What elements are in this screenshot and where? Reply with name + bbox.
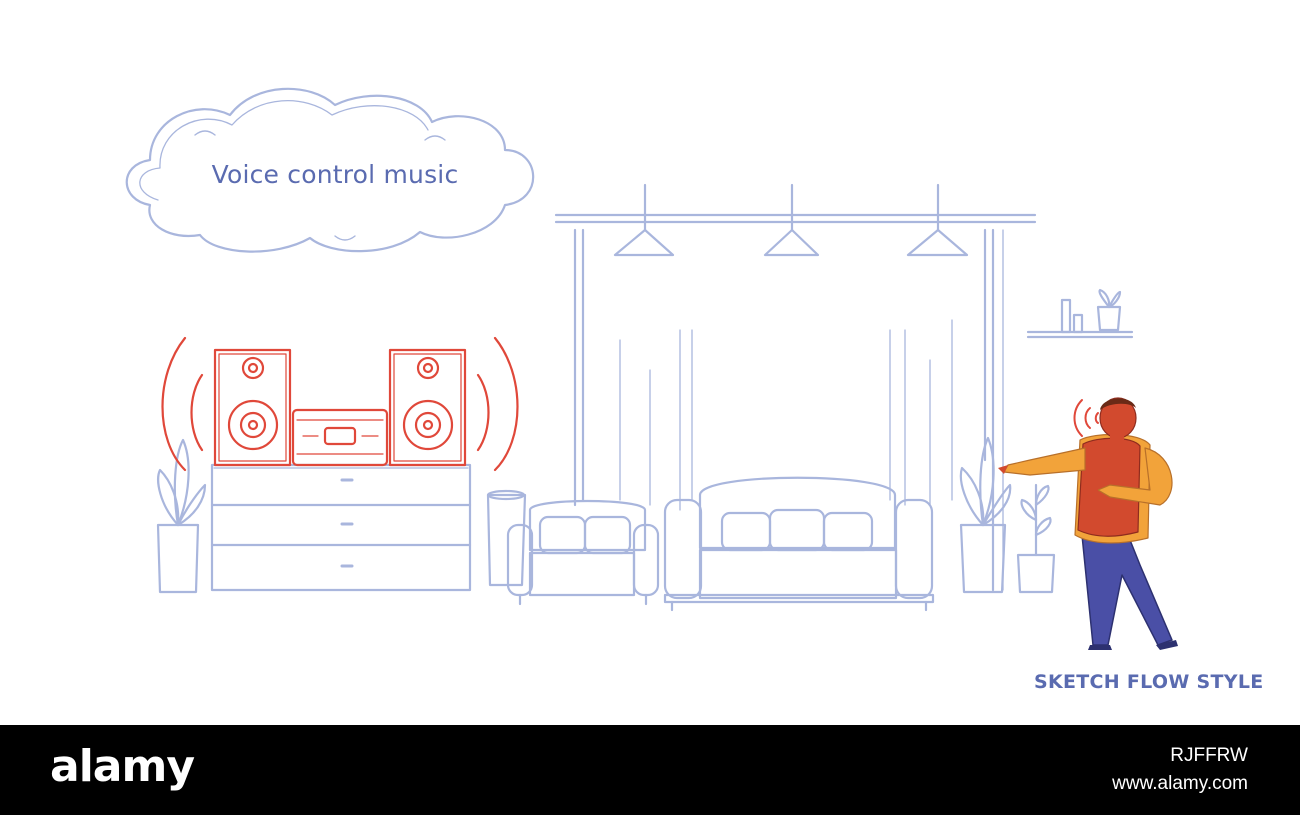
style-caption: SKETCH FLOW STYLE xyxy=(1034,671,1264,693)
window-curtains xyxy=(554,213,1037,592)
floor-lamp xyxy=(486,489,527,587)
left-plant xyxy=(156,438,207,594)
living-room-scene xyxy=(125,87,1178,650)
dresser xyxy=(210,463,472,592)
cloud-bubble xyxy=(125,87,535,253)
man-figure xyxy=(998,397,1178,650)
armchair xyxy=(506,499,660,606)
sofa xyxy=(663,476,935,612)
pendant-lights xyxy=(613,183,969,257)
right-plant-large xyxy=(959,436,1012,594)
right-plant-small xyxy=(1016,483,1056,594)
cloud-title: Voice control music xyxy=(211,160,459,189)
site-url: www.alamy.com xyxy=(1112,773,1248,794)
image-id: RJFFRW xyxy=(1170,745,1248,766)
watermark-footer: alamy RJFFRW www.alamy.com xyxy=(0,725,1300,815)
music-system xyxy=(161,336,519,472)
illustration-canvas: Voice control music SKETCH FLOW STYLE xyxy=(125,87,1264,693)
wall-shelf xyxy=(1026,288,1134,339)
brand-logo: alamy xyxy=(50,741,195,792)
cloud-bubble-outline xyxy=(139,100,429,201)
